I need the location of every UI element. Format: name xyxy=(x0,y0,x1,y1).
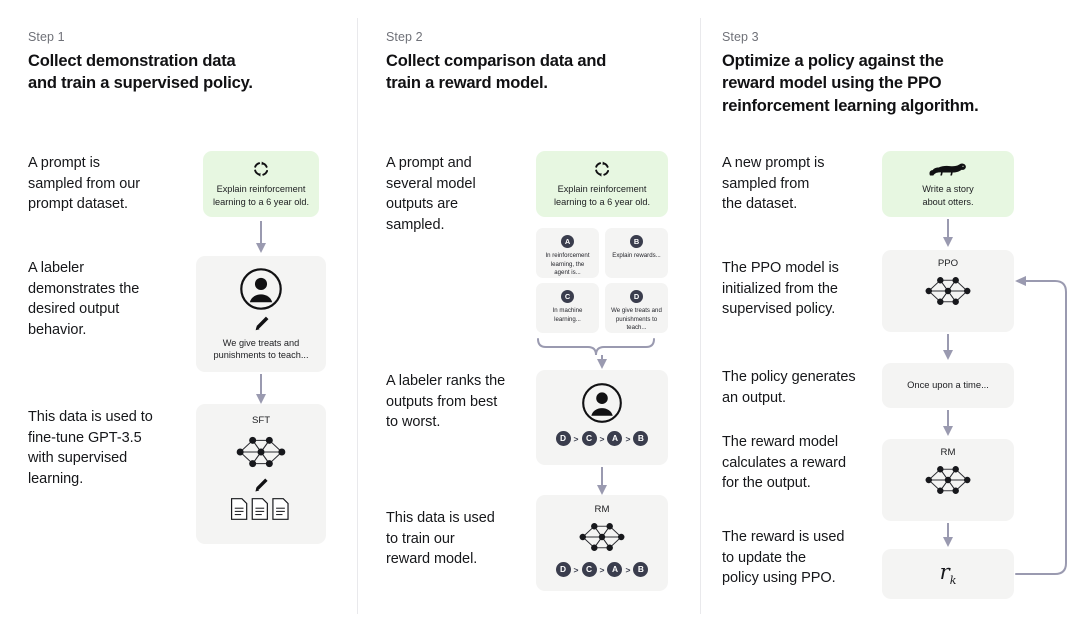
column-step-2: Step 2 Collect comparison data and train… xyxy=(358,0,700,630)
sft-box-step1[interactable]: SFT xyxy=(196,404,326,544)
reward-box-step3[interactable]: rk xyxy=(882,549,1014,599)
caption-3-5: The reward is used to update the policy … xyxy=(722,529,845,587)
reward-symbol-base: r xyxy=(939,560,950,585)
rank-sep-1: > xyxy=(573,433,579,444)
arrow-step3-b xyxy=(943,334,953,360)
prompt-box-step1-text: Explain reinforcement learning to a 6 ye… xyxy=(212,184,310,207)
column-divider-1 xyxy=(357,18,358,614)
rm-box-label: RM xyxy=(594,504,610,515)
prompt-box-step2[interactable]: Explain reinforcement learning to a 6 ye… xyxy=(536,151,668,217)
otter-icon xyxy=(928,160,968,179)
rm-rank-badge-1: D xyxy=(555,562,571,577)
caption-3-3: The policy generates an output. xyxy=(722,369,856,406)
prompt-box-step3[interactable]: Write a story about otters. xyxy=(882,151,1014,217)
arrow-step1-a xyxy=(256,221,266,253)
reward-model-box-step2[interactable]: RM xyxy=(536,495,668,591)
caption-1-3: This data is used to fine-tune GPT-3.5 w… xyxy=(28,409,153,487)
arrow-step3-c xyxy=(943,410,953,436)
reward-model-box-step3[interactable]: RM xyxy=(882,439,1014,521)
column-step-3: Step 3 Optimize a policy against the rew… xyxy=(700,0,1080,630)
step-title-1: Collect demonstration data and train a s… xyxy=(28,52,253,93)
reward-feedback-arrow xyxy=(1015,276,1067,575)
refresh-cycle-icon xyxy=(252,160,270,178)
output-card-d[interactable]: D We give treats and punishments to teac… xyxy=(605,283,668,333)
arrow-step3-a xyxy=(943,219,953,247)
rank-badge-3: A xyxy=(607,431,623,446)
ranking-box-step2[interactable]: D > C > A > B xyxy=(536,370,668,465)
pencil-icon xyxy=(252,314,271,333)
output-box-step3[interactable]: Once upon a time... xyxy=(882,363,1014,408)
output-card-c[interactable]: C In machine learning... xyxy=(536,283,599,333)
reward-symbol: rk xyxy=(940,560,957,587)
prompt-box-step3-text: Write a story about otters. xyxy=(922,184,974,207)
step-label-1: Step 1 xyxy=(28,30,65,44)
rank-badge-1: D xyxy=(555,431,571,446)
arrow-step1-b xyxy=(256,374,266,404)
reward-symbol-subscript: k xyxy=(949,574,957,588)
output-card-b[interactable]: B Explain rewards... xyxy=(605,228,668,278)
person-circle-icon xyxy=(581,382,623,424)
brace-converge-arrow xyxy=(537,338,655,369)
refresh-cycle-icon xyxy=(593,160,611,178)
output-badge-a: A xyxy=(561,235,574,248)
output-badge-c: C xyxy=(561,290,574,303)
caption-1-1: A prompt is sampled from our prompt data… xyxy=(28,155,141,213)
output-card-a[interactable]: A In reinforcement learning, the agent i… xyxy=(536,228,599,278)
output-text-d: We give treats and punishments to teach.… xyxy=(611,307,662,332)
neural-network-icon xyxy=(231,430,291,474)
arrow-step2-a xyxy=(597,467,607,495)
neural-network-icon xyxy=(919,271,977,311)
ppo-box-step3[interactable]: PPO xyxy=(882,250,1014,332)
step-label-2: Step 2 xyxy=(386,30,423,44)
rm-box-step3-label: RM xyxy=(940,447,956,458)
rank-badge-2: C xyxy=(581,431,597,446)
person-circle-icon xyxy=(239,267,283,311)
rm-rank-sep-1: > xyxy=(573,564,579,575)
rank-sep-2: > xyxy=(599,433,605,444)
neural-network-icon xyxy=(919,460,977,500)
output-badge-b: B xyxy=(630,235,643,248)
prompt-box-step2-text: Explain reinforcement learning to a 6 ye… xyxy=(553,184,651,207)
ranking-row-labeler: D > C > A > B xyxy=(555,431,649,446)
rank-sep-3: > xyxy=(625,433,631,444)
output-box-step3-text: Once upon a time... xyxy=(907,379,989,391)
ranking-row-rm: D > C > A > B xyxy=(555,562,649,577)
ppo-box-label: PPO xyxy=(937,258,959,269)
caption-1-2: A labeler demonstrates the desired outpu… xyxy=(28,260,140,338)
step-title-2: Collect comparison data and train a rewa… xyxy=(386,52,607,93)
caption-2-2: A labeler ranks the outputs from best to… xyxy=(386,373,506,431)
sft-box-label: SFT xyxy=(251,415,271,426)
step-title-3: Optimize a policy against the reward mod… xyxy=(722,52,979,115)
prompt-box-step1[interactable]: Explain reinforcement learning to a 6 ye… xyxy=(203,151,319,217)
column-step-1: Step 1 Collect demonstration data and tr… xyxy=(0,0,358,630)
pencil-icon xyxy=(252,476,270,494)
caption-3-2: The PPO model is initialized from the su… xyxy=(722,260,839,318)
caption-2-3: This data is used to train our reward mo… xyxy=(386,510,495,568)
labeler-box-step1[interactable]: We give treats and punishments to teach.… xyxy=(196,256,326,372)
output-badge-d: D xyxy=(630,290,643,303)
rm-rank-badge-2: C xyxy=(581,562,597,577)
labeler-box-step1-text: We give treats and punishments to teach.… xyxy=(213,337,309,360)
rm-rank-sep-2: > xyxy=(599,564,605,575)
rm-rank-badge-4: B xyxy=(633,562,649,577)
caption-3-1: A new prompt is sampled from the dataset… xyxy=(722,155,825,213)
neural-network-icon xyxy=(573,517,631,557)
output-text-b: Explain rewards... xyxy=(612,252,661,259)
rm-rank-badge-3: A xyxy=(607,562,623,577)
caption-2-1: A prompt and several model outputs are s… xyxy=(386,155,476,233)
column-divider-2 xyxy=(700,18,701,614)
output-text-a: In reinforcement learning, the agent is.… xyxy=(545,252,590,277)
caption-3-4: The reward model calculates a reward for… xyxy=(722,434,846,492)
output-text-c: In machine learning... xyxy=(552,307,583,323)
rank-badge-4: B xyxy=(633,431,649,446)
rm-rank-sep-3: > xyxy=(625,564,631,575)
step-label-3: Step 3 xyxy=(722,30,759,44)
documents-icon xyxy=(230,497,292,521)
arrow-step3-d xyxy=(943,523,953,547)
